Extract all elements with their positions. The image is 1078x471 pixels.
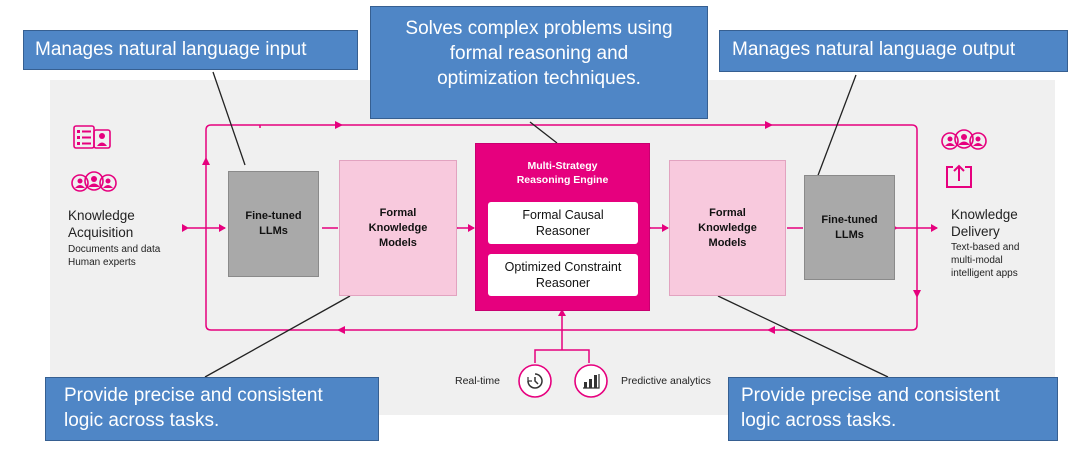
document-icon [70, 122, 114, 152]
clock-icon [517, 363, 553, 399]
people-icon [70, 170, 118, 196]
callout-logic-right: Provide precise and consistent logic acr… [728, 377, 1058, 441]
top-loop-line [205, 124, 918, 228]
callout-nl-output: Manages natural language output [719, 30, 1068, 72]
callout-reasoning: Solves complex problems using formal rea… [370, 6, 708, 119]
predictive-analytics-label: Predictive analytics [621, 375, 711, 387]
callout-nl-input: Manages natural language input [23, 30, 358, 70]
callout-logic-left: Provide precise and consistent logic acr… [45, 377, 379, 441]
screen-upload-icon [943, 163, 975, 193]
people-icon [940, 128, 988, 154]
realtime-label: Real-time [455, 375, 500, 387]
bar-chart-icon [573, 363, 609, 399]
